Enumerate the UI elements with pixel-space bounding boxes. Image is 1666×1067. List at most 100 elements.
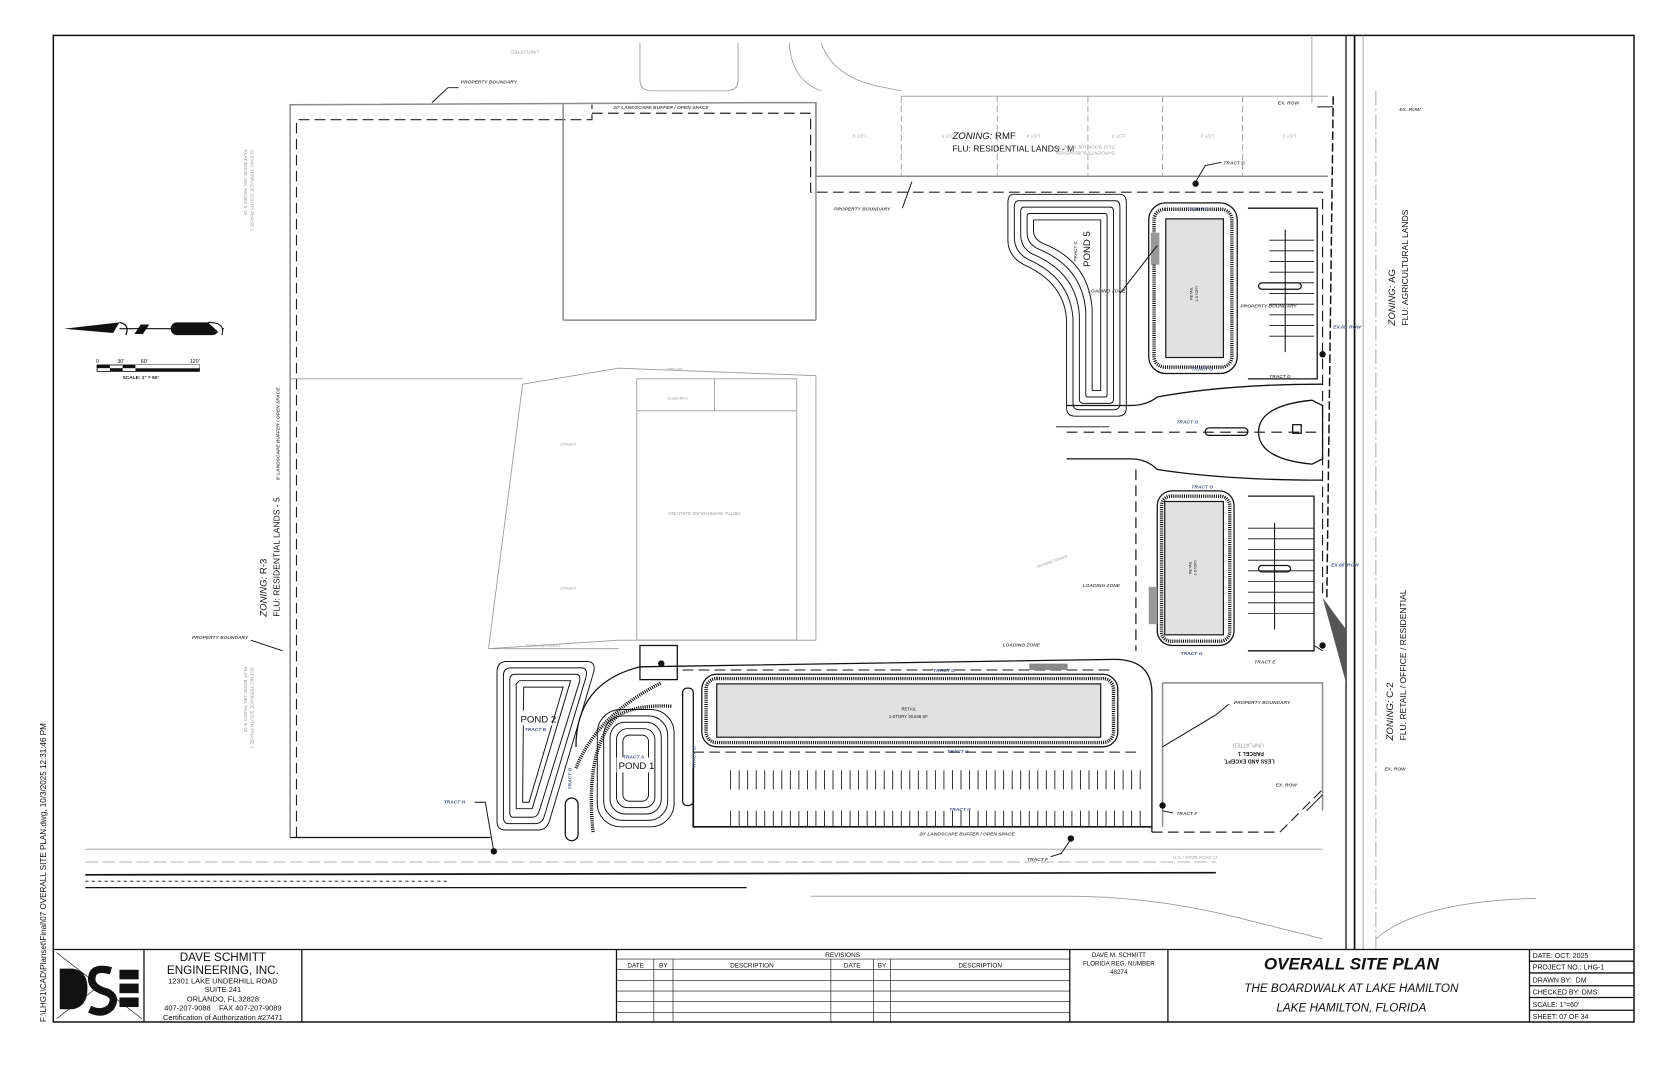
company-name-1: DAVE SCHMITT bbox=[180, 951, 266, 964]
us-17-road-linework bbox=[1375, 897, 1536, 940]
main-retail-size: 1-STORY 30,848 SF. bbox=[889, 714, 929, 719]
main-retail-name: RETAIL bbox=[901, 707, 916, 712]
asphalt-label: ASPHALT bbox=[559, 442, 576, 446]
scale-bar: 0 30' 60' 120' SCALE: 1" = 60' bbox=[96, 359, 200, 381]
pond-1-linework bbox=[564, 797, 579, 842]
main-retail-area-linework bbox=[681, 687, 694, 807]
lot-2: LOT 2 bbox=[1200, 133, 1214, 139]
scale-label: SCALE: 1" = 60' bbox=[123, 375, 159, 381]
company-logo-linework bbox=[59, 968, 88, 1010]
south-retail-area-linework bbox=[1247, 527, 1315, 614]
zoning-north: ZONING: RMF FLU: RESIDENTIAL LANDS - M bbox=[951, 131, 1074, 154]
main-retail-area-linework bbox=[701, 673, 1119, 748]
company-info: DAVE SCHMITT ENGINEERING, INC. 12301 LAK… bbox=[163, 951, 283, 1022]
pond-1: POND 1 TRACT A bbox=[564, 704, 675, 842]
callouts-linework bbox=[1306, 794, 1323, 812]
lot-1: LOT 1 bbox=[1282, 133, 1296, 139]
asphalt-label-2: ASPHALT bbox=[665, 367, 682, 371]
rev-col-date-2: DATE bbox=[844, 963, 861, 970]
callout-dots-linework bbox=[490, 848, 498, 855]
engineer-info: DAVE M. SCHMITT FLORIDA REG. NUMBER 4827… bbox=[1083, 952, 1155, 976]
scale-bar-linework bbox=[135, 368, 200, 372]
scale-tick-120: 120' bbox=[190, 359, 200, 365]
pond-1-tract: TRACT A bbox=[623, 755, 645, 761]
info-project-no: PROJECT NO.: LHG-1 bbox=[1533, 965, 1605, 972]
north-arrow-icon-linework bbox=[170, 322, 219, 336]
pond-1-linework bbox=[589, 704, 673, 833]
unplatted-north: UNPLATTED bbox=[510, 48, 539, 54]
pond-2-linework bbox=[574, 681, 663, 769]
property-boundary-label-2: PROPERTY BOUNDARY bbox=[834, 206, 891, 212]
zoning-prefix: ZONING: bbox=[951, 131, 992, 142]
pond-5-tract: TRACT C bbox=[1073, 240, 1079, 261]
south-retail-area: RETAIL 1-STORY bbox=[1135, 469, 1315, 652]
property-boundary-label-3: PROPERTY BOUNDARY bbox=[192, 635, 249, 641]
south-retail-name: RETAIL bbox=[1188, 561, 1192, 574]
main-retail-area-linework bbox=[1029, 663, 1068, 671]
callout-dots-linework bbox=[1192, 180, 1199, 187]
callout-dots bbox=[490, 180, 1326, 855]
zoning-west-flu: FLU: RESIDENTIAL LANDS - 5 bbox=[271, 497, 281, 617]
entry-drive-linework bbox=[1257, 399, 1324, 465]
fence-label: CHAIN LINK FENCE bbox=[525, 643, 560, 647]
title-block bbox=[53, 948, 1635, 1022]
company-logo-linework bbox=[119, 969, 139, 980]
south-retail-area-linework bbox=[1247, 495, 1315, 652]
pond-1-label: POND 1 bbox=[619, 761, 655, 772]
sheet-info: DATE: OCT. 2025 PROJECT NO.: LHG-1 DRAWN… bbox=[1529, 953, 1635, 1021]
company-address-2: SUITE 241 bbox=[205, 985, 241, 994]
project-location: LAKE HAMILTON, FLORIDA bbox=[1276, 1001, 1426, 1014]
entry-drive-linework bbox=[1066, 458, 1323, 481]
existing-warehouse-site-linework bbox=[636, 378, 798, 641]
entry-drive bbox=[1055, 383, 1324, 481]
callouts-linework bbox=[250, 639, 283, 652]
zoning-southeast: ZONING: C-2 FLU: RETAIL / OFFICE / RESID… bbox=[1385, 589, 1408, 741]
callouts-linework bbox=[1194, 161, 1222, 184]
county-road-east-linework bbox=[1326, 96, 1334, 598]
tract-g-label-6: TRACT G bbox=[933, 668, 955, 674]
south-retail-building bbox=[1164, 500, 1224, 636]
buffer-20-label-north: 20' LANDSCAPE BUFFER / OPEN SPACE bbox=[612, 105, 709, 111]
pond-1-linework bbox=[616, 757, 653, 773]
company-phone: 407-207-9088 FAX 407-207-9089 bbox=[164, 1003, 281, 1012]
ex-row-label-3: EX. ROW bbox=[1276, 782, 1298, 788]
scale-bar-linework bbox=[122, 364, 136, 369]
pond-2-label: POND 2 bbox=[520, 714, 556, 725]
lot-5: LOT 5 bbox=[941, 133, 955, 139]
pond-2-linework bbox=[496, 661, 595, 831]
info-sheet: SHEET: 07 OF 34 bbox=[1533, 1014, 1589, 1021]
north-arrow-icon bbox=[63, 321, 224, 336]
callouts-linework bbox=[1162, 703, 1230, 748]
company-logo-linework bbox=[119, 997, 139, 1008]
entry-drive-linework bbox=[1204, 427, 1249, 437]
sargents-plat-1: SARGENTS SUBDIVISION bbox=[1056, 150, 1115, 156]
plat-labels: SCENIC TERRACE SOUTH PHASE 1 PLAT BOOK 1… bbox=[242, 48, 1296, 763]
north-retail-building bbox=[1165, 218, 1224, 359]
buffer-20-label-south: 20' LANDSCAPE BUFFER / OPEN SPACE bbox=[918, 831, 1015, 837]
callout-dots-linework bbox=[1067, 835, 1075, 842]
scenic-plat-1b: SCENIC TERRACE SOUTH PHASE 1 bbox=[249, 667, 255, 749]
company-cert: Certification of Authorization #27471 bbox=[163, 1013, 283, 1022]
us-17-road-linework bbox=[85, 871, 1216, 876]
file-path-stamp: F:\LHG1\CAD\Planset\Final\07 OVERALL SIT… bbox=[39, 723, 48, 1022]
company-name-2: ENGINEERING, INC. bbox=[167, 964, 279, 977]
existing-warehouse-site-linework bbox=[488, 367, 817, 650]
pond-2-linework bbox=[502, 667, 587, 825]
zoning-east-zone: AG bbox=[1387, 269, 1398, 283]
zoning-west-linework: ZONING: R-3 bbox=[259, 559, 270, 618]
callouts-linework bbox=[1162, 810, 1174, 814]
revisions-table: REVISIONS DATE BY DESCRIPTION DATE BY DE… bbox=[616, 952, 1070, 1022]
tract-g-label-10: TRACT G bbox=[691, 746, 697, 768]
callout-dots-linework bbox=[1159, 802, 1166, 809]
pond-2-linework bbox=[518, 710, 553, 726]
zoning-east: ZONING: AG FLU: AGRICULTURAL LANDS bbox=[1387, 209, 1410, 326]
unplatted-southeast: UNPLATTED bbox=[1232, 742, 1263, 748]
main-retail-area: RETAIL 1-STORY 30,848 SF. bbox=[575, 644, 1153, 833]
pond-2: POND 2 TRACT B bbox=[496, 661, 663, 831]
north-offsite-features-linework bbox=[639, 42, 739, 92]
callouts-linework bbox=[901, 181, 913, 209]
pond-5-linework bbox=[1007, 193, 1127, 417]
warehouse-label: METAL WAREHOUSE BUILDING bbox=[668, 510, 740, 516]
pond-2-linework bbox=[522, 686, 564, 803]
revisions-title: REVISIONS bbox=[825, 952, 860, 959]
